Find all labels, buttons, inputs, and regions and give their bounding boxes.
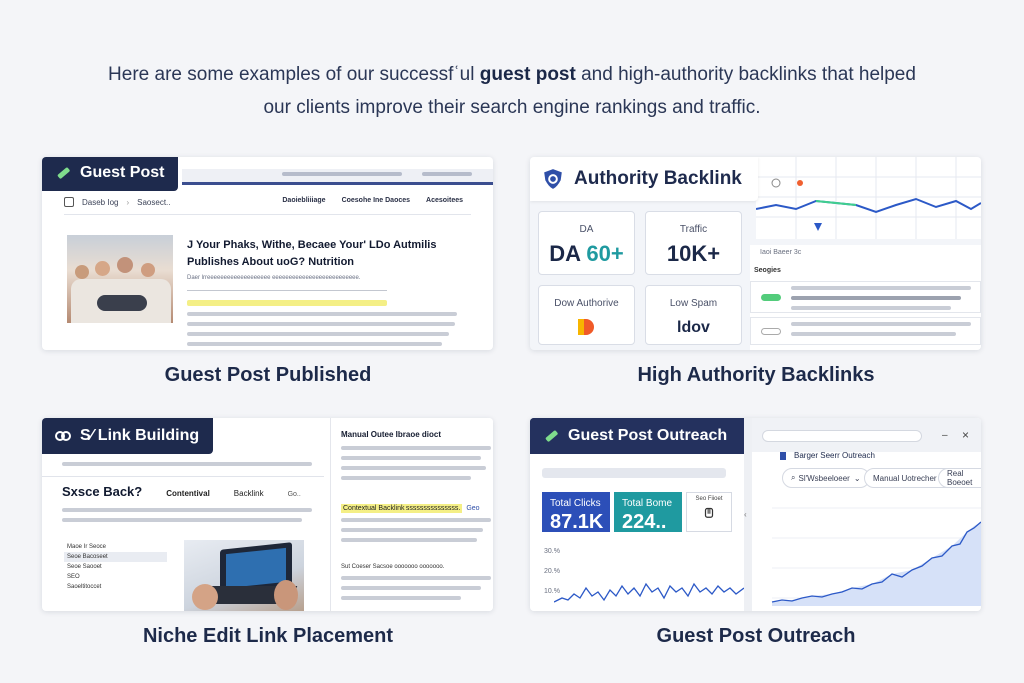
list-item[interactable]: Saoeltitoccet xyxy=(67,584,102,590)
clicks-chart xyxy=(554,582,744,603)
filter-chip[interactable]: Real Boeoet xyxy=(938,468,981,488)
article-photo xyxy=(67,235,173,323)
metric-authority: Dow Authorive xyxy=(538,285,635,345)
outreach-caption: Guest Post Outreach xyxy=(656,625,856,647)
outreach-card[interactable]: Guest Post Outreach Total Clicks 87.1K T… xyxy=(530,418,981,611)
browser-window: – × Barger Seerr Outreach ⌕ Sl'Wsbeeloee… xyxy=(752,418,981,611)
y-tick: 30.% xyxy=(544,548,560,555)
niche-edit-card[interactable]: S∕ Link Building Sxsce Back? Contentival… xyxy=(42,418,493,611)
intro-line-2: our clients improve their search engine … xyxy=(263,97,761,118)
stat-bome: Total Bome 224.. xyxy=(614,492,682,533)
traffic-area-chart xyxy=(771,507,981,606)
outreach-tag: Guest Post Outreach xyxy=(530,418,742,454)
link-icon xyxy=(55,431,71,441)
site-navbar xyxy=(182,169,493,185)
guest-post-caption: Guest Post Published xyxy=(164,364,372,386)
url-bar[interactable] xyxy=(762,430,922,442)
bookmark-icon xyxy=(780,451,786,460)
intro-text: Here are some examples of our successfʿu… xyxy=(0,58,1024,124)
metric-traffic: Traffic 10K+ xyxy=(645,211,742,275)
breadcrumb: Daseb Iog › Saosect.. xyxy=(64,197,171,207)
guest-post-tag: Guest Post xyxy=(42,157,179,191)
toggle-icon xyxy=(761,328,781,335)
metric-da: DA DA 60+ xyxy=(538,211,635,275)
y-tick: 20.% xyxy=(544,568,560,575)
search-bar[interactable] xyxy=(542,468,726,478)
highlighted-anchor[interactable]: Contextual Backlink sssssssssssssss. xyxy=(341,504,463,513)
window-heading: Barger Seerr Outreach xyxy=(780,451,875,460)
list-item[interactable]: Maoe Ir Seoce xyxy=(67,544,107,550)
metric-spam: Low Spam ldov xyxy=(645,285,742,345)
pencil-icon xyxy=(545,430,558,442)
site-nav-links: Daoiebliiiage Coesohe Ine Daoces Acesoit… xyxy=(282,197,463,204)
panel: Iaoi Baeer 3c Seogies xyxy=(750,245,981,350)
stat-clicks: Total Clicks 87.1K xyxy=(542,492,610,533)
list-item[interactable]: Seoe Saooet xyxy=(67,564,102,570)
hand-icon xyxy=(704,507,714,518)
nav-link[interactable]: Coesohe Ine Daoces xyxy=(341,197,411,204)
list-item[interactable]: Seoe Bacoseet xyxy=(64,552,167,562)
scrollbar[interactable]: ‹ xyxy=(744,418,752,611)
intro-line-1: Here are some examples of our successfʿu… xyxy=(108,64,916,85)
result-row[interactable] xyxy=(750,281,981,313)
nav-link[interactable]: Acesoitees xyxy=(426,197,463,204)
close-icon[interactable]: × xyxy=(962,428,970,442)
shield-icon xyxy=(544,169,562,189)
home-icon xyxy=(64,197,74,207)
author-line: Daer lrreeeeeeeeeeeeeeeeeee eeeeeeeeeeee… xyxy=(187,275,361,281)
right-page: Manual Outee Ibraoe dioct Contextual Bac… xyxy=(330,418,493,611)
authority-caption: High Authority Backlinks xyxy=(637,364,875,386)
filter-chip[interactable]: ⌕ Sl'Wsbeeloeer ⌄ xyxy=(782,468,870,488)
minimize-icon[interactable]: – xyxy=(942,430,948,441)
dropdown-menu[interactable]: Maoe Ir Seoce Seoe Bacoseet Seoe Saooet … xyxy=(64,542,167,602)
niche-edit-caption: Niche Edit Link Placement xyxy=(142,625,394,647)
guest-post-card[interactable]: Guest Post Daseb Iog › Saosect.. Daoiebl… xyxy=(42,157,493,350)
bookmark-icon xyxy=(577,319,596,335)
left-page: Sxsce Back? Contentival Backlink Go.. Ma… xyxy=(42,418,324,611)
stat-third: Seo Fiioet xyxy=(686,492,732,532)
chevron-right-icon: › xyxy=(126,197,130,207)
chevron-down-icon: ⌄ xyxy=(853,473,861,483)
pencil-icon xyxy=(57,167,70,179)
authority-card[interactable]: Authority Backlink DA DA 60+ Traffic 10K… xyxy=(530,157,981,350)
authority-line-chart xyxy=(756,157,981,239)
dashboard-panel: Guest Post Outreach Total Clicks 87.1K T… xyxy=(530,418,744,611)
search-icon: ⌕ xyxy=(791,473,796,482)
toggle-icon xyxy=(761,294,781,301)
y-tick: 10.% xyxy=(544,588,560,595)
result-row[interactable] xyxy=(750,317,981,345)
intro-bold: guest post xyxy=(479,64,576,85)
article-heading: Sxsce Back? Contentival Backlink Go.. xyxy=(62,484,301,499)
list-item[interactable]: SEO xyxy=(67,574,80,580)
nav-link[interactable]: Daoiebliiiage xyxy=(282,197,326,204)
link-building-tag: S∕ Link Building xyxy=(42,418,214,454)
laptop-photo xyxy=(184,540,304,611)
article-headline: J Your Phaks, Withe, Becaee Your' LDo Au… xyxy=(187,239,437,268)
authority-tag: Authority Backlink xyxy=(530,157,758,201)
article-body xyxy=(187,300,459,350)
